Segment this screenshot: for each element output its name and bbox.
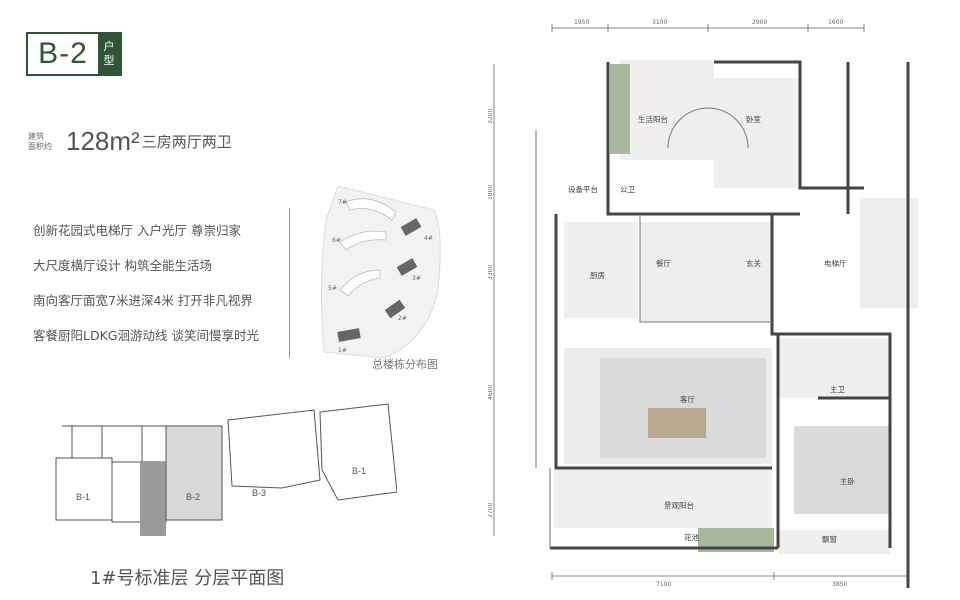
floor-plan-caption: 1#号标准层 分层平面图 xyxy=(90,568,285,589)
unit-type-badge: B-2 户 型 xyxy=(26,32,122,76)
room-label: 主卫 xyxy=(830,384,845,394)
building-label: 5# xyxy=(328,285,337,292)
room-label: 餐厅 xyxy=(656,259,671,268)
room-label: 飘窗 xyxy=(822,534,837,544)
building-label: 7# xyxy=(338,199,347,206)
room-label: 公卫 xyxy=(620,185,635,194)
room-label: 电梯厅 xyxy=(824,258,847,268)
room-label: 生活阳台 xyxy=(638,114,668,124)
area-label-line2: 面积约 xyxy=(28,141,52,151)
dim-label: 3200 xyxy=(488,109,494,124)
dim-label: 4600 xyxy=(488,385,494,400)
dim-label: 3850 xyxy=(832,581,847,588)
feature-list: 创新花园式电梯厅 入户光厅 尊崇归家 大尺度横厅设计 构筑全能生活场 南向客厅面… xyxy=(33,220,259,360)
building-label: 6# xyxy=(332,237,341,244)
layout-type: 三房两厅两卫 xyxy=(141,133,232,151)
dim-label: 7100 xyxy=(656,581,671,588)
room-label: 玄关 xyxy=(746,258,761,268)
building-label: 1# xyxy=(338,347,347,354)
dim-label: 2900 xyxy=(752,19,767,26)
room-label: 卧室 xyxy=(746,114,761,124)
dim-label: 1950 xyxy=(574,19,589,26)
room-label: 花池 xyxy=(684,532,699,542)
area-heading: 建筑 面积约 128m² 三房两厅两卫 xyxy=(28,126,232,157)
building-label: 3# xyxy=(412,275,421,282)
site-plan-map: 7# 6# 5# 4# 3# 2# 1# xyxy=(320,185,441,359)
unit-floor-plan: 1950 3100 2900 1600 7100 3850 3200 1800 … xyxy=(488,19,918,588)
area-label: 建筑 面积约 xyxy=(28,132,62,152)
room-label: 主卧 xyxy=(840,476,855,486)
feature-item: 创新花园式电梯厅 入户光厅 尊崇归家 xyxy=(33,223,241,238)
area-label-line1: 建筑 xyxy=(28,131,44,141)
feature-item: 客餐厨阳LDKG洄游动线 谈笑间慢享时光 xyxy=(33,328,259,343)
dim-label: 2700 xyxy=(488,503,494,518)
unit-tag-top: 户 xyxy=(103,40,115,53)
building-label: 2# xyxy=(398,315,407,322)
dim-label: 1800 xyxy=(488,185,494,200)
room-label: 厨房 xyxy=(590,270,605,280)
site-plan-caption: 总楼栋分布图 xyxy=(372,358,438,371)
unit-code: B-2 xyxy=(38,37,88,70)
dim-label: 3100 xyxy=(652,19,667,26)
area-value: 128m² xyxy=(66,126,140,156)
unit-label: B-2 xyxy=(186,492,200,502)
unit-tag-bottom: 型 xyxy=(103,54,115,67)
divider xyxy=(289,208,290,358)
unit-label: B-3 xyxy=(252,488,266,498)
dim-label: 1600 xyxy=(828,19,843,26)
dim-label: 3300 xyxy=(488,265,494,280)
room-label: 客厅 xyxy=(680,394,695,404)
unit-tag: 户 型 xyxy=(98,34,120,74)
room-label: 景观阳台 xyxy=(664,500,694,510)
unit-label: B-1 xyxy=(352,466,366,476)
feature-item: 南向客厅面宽7米进深4米 打开非凡视界 xyxy=(33,293,253,308)
room-label: 设备平台 xyxy=(568,184,598,194)
floor-plan-key: B-1 B-2 B-3 B-1 xyxy=(55,403,397,536)
building-label: 4# xyxy=(424,235,433,242)
feature-item: 大尺度横厅设计 构筑全能生活场 xyxy=(33,258,212,273)
unit-label: B-1 xyxy=(76,492,90,502)
